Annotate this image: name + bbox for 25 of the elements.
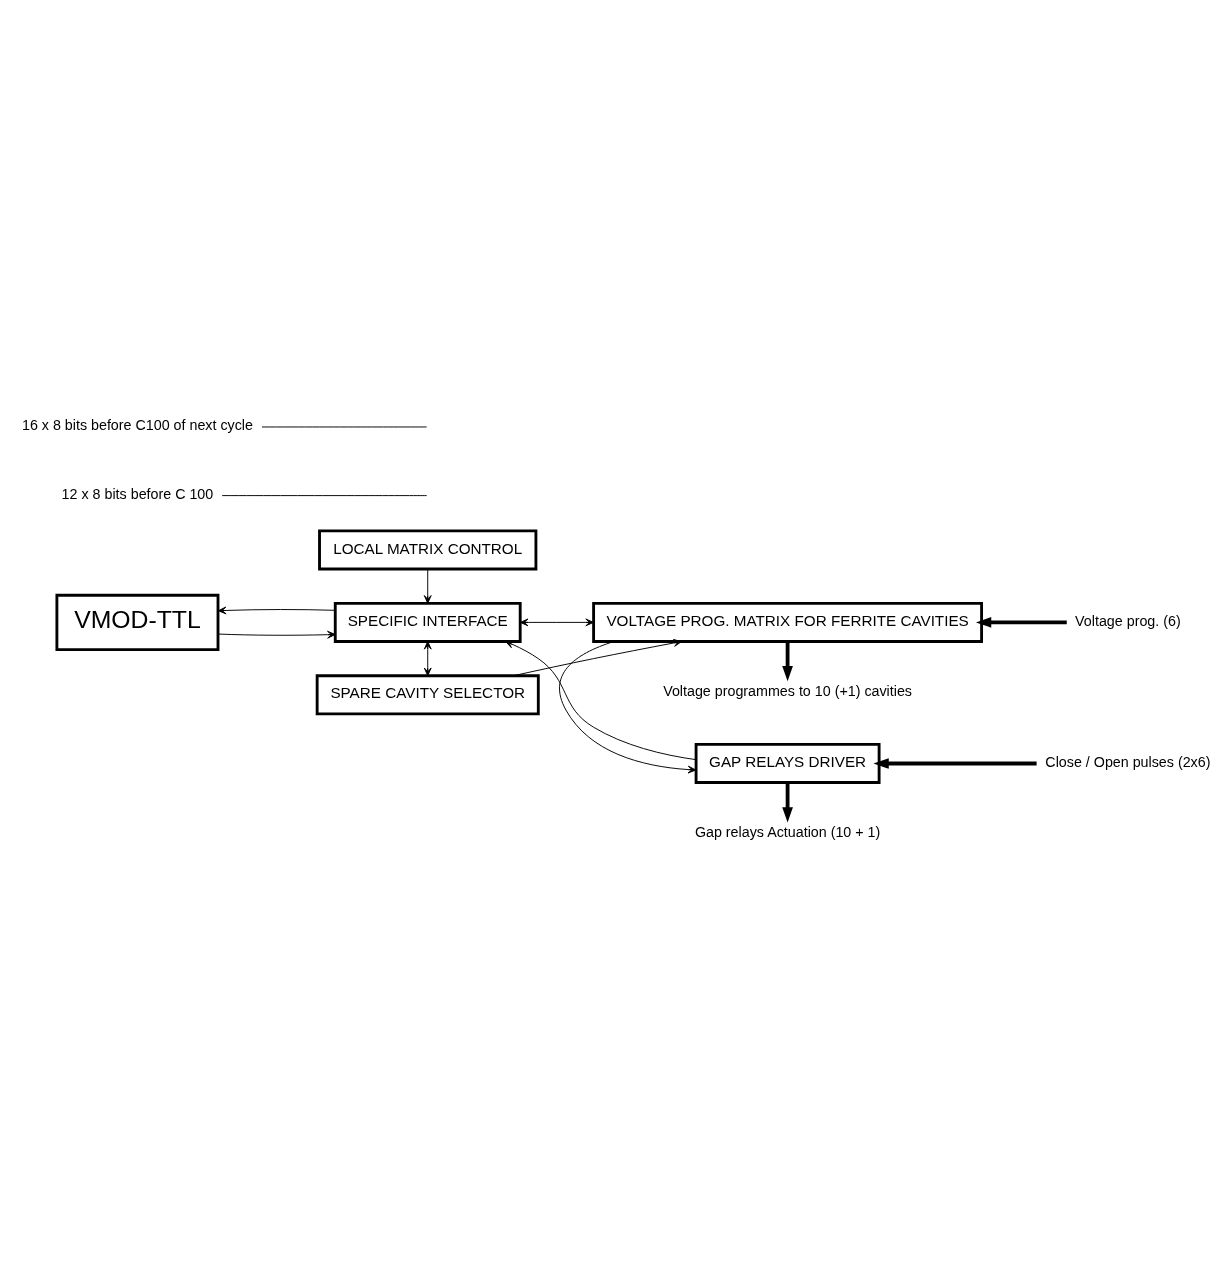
arrow (505, 640, 697, 761)
node-box: VMOD-TTL (55, 593, 220, 651)
node-box: VOLTAGE PROG. MATRIX FOR FERRITE CAVITIES (592, 601, 983, 643)
node-text: Voltage prog. (6) (1075, 612, 1181, 629)
node-text: Voltage programmes to 10 (+1) cavities (663, 683, 913, 700)
arrow (975, 617, 1067, 628)
node-text: Close / Open pulses (2x6) (1045, 753, 1211, 770)
arrow (519, 618, 594, 627)
arrow (559, 641, 697, 774)
node-box: LOCAL MATRIX CONTROL (318, 529, 538, 571)
arrow (512, 639, 683, 677)
arrow (423, 568, 432, 604)
node-box: SPARE CAVITY SELECTOR (315, 674, 540, 716)
node-box: GAP RELAYS DRIVER (694, 743, 881, 784)
arrow (423, 641, 432, 677)
arrow (873, 758, 1037, 769)
node-text: 12 x 8 bits before C 100 (61, 485, 214, 502)
connector (221, 495, 428, 497)
arrow (782, 641, 793, 682)
arrow (217, 606, 336, 615)
arrow (782, 782, 793, 823)
arrow (217, 630, 336, 639)
node-box: SPECIFIC INTERFACE (333, 601, 522, 643)
node-text: Gap relays Actuation (10 + 1) (694, 824, 881, 841)
node-text: 16 x 8 bits before C100 of next cycle (21, 417, 253, 434)
